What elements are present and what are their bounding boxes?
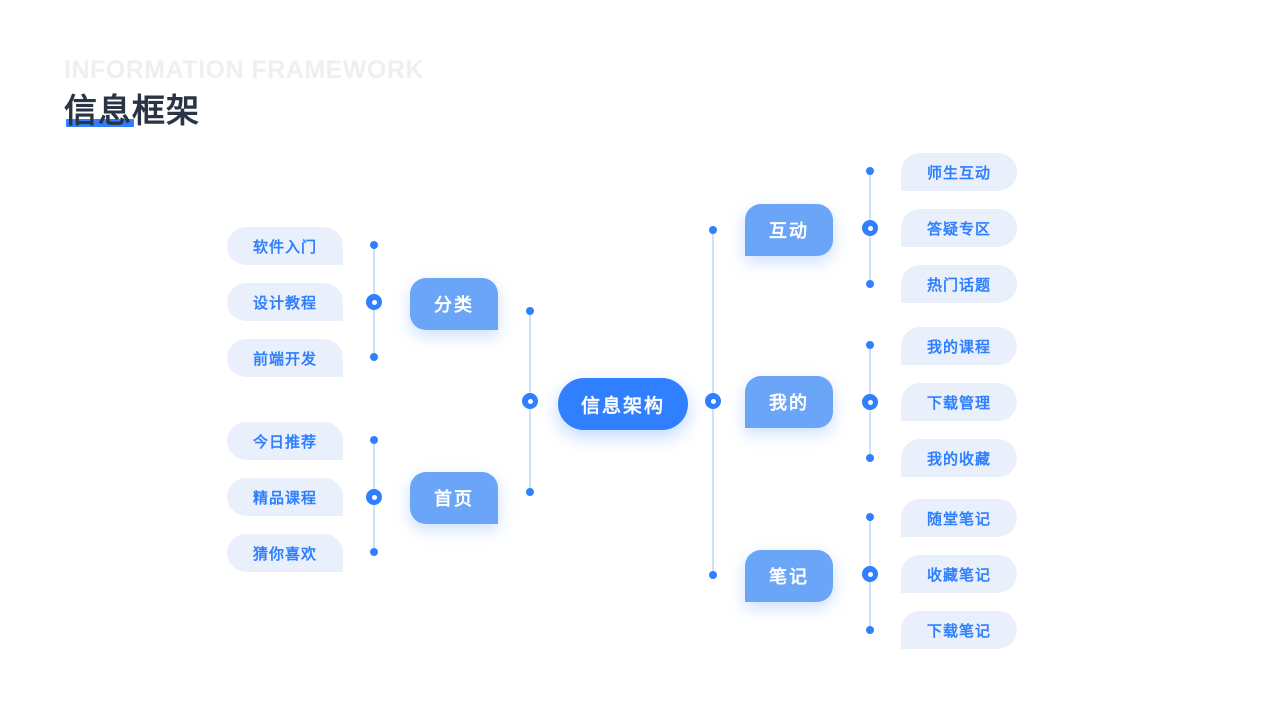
title-underline-accent [66, 118, 134, 127]
connector-dot-category-bottom [370, 353, 378, 361]
node-branch-home[interactable]: 首页 [410, 472, 498, 524]
node-leaf-software-intro[interactable]: 软件入门 [227, 227, 343, 265]
node-leaf-download-management[interactable]: 下载管理 [901, 383, 1017, 421]
page-title: 信息框架 [64, 92, 200, 129]
node-leaf-frontend-development[interactable]: 前端开发 [227, 339, 343, 377]
connector-dot-root-right-bottom [709, 571, 717, 579]
node-branch-interaction[interactable]: 互动 [745, 204, 833, 256]
node-leaf-premium-courses[interactable]: 精品课程 [227, 478, 343, 516]
node-leaf-today-recommend[interactable]: 今日推荐 [227, 422, 343, 460]
node-leaf-class-notes[interactable]: 随堂笔记 [901, 499, 1017, 537]
connector-ring-root-right [705, 393, 721, 409]
connector-ring-mine [862, 394, 878, 410]
connector-dot-interaction-bottom [866, 280, 874, 288]
node-leaf-favorite-notes[interactable]: 收藏笔记 [901, 555, 1017, 593]
connector-dot-root-left-top [526, 307, 534, 315]
connector-dot-root-left-bottom [526, 488, 534, 496]
node-branch-notes[interactable]: 笔记 [745, 550, 833, 602]
node-branch-category[interactable]: 分类 [410, 278, 498, 330]
node-leaf-hot-topics[interactable]: 热门话题 [901, 265, 1017, 303]
connector-ring-interaction [862, 220, 878, 236]
connector-ring-category [366, 294, 382, 310]
connector-ring-notes [862, 566, 878, 582]
node-leaf-design-tutorial[interactable]: 设计教程 [227, 283, 343, 321]
connector-dot-home-top [370, 436, 378, 444]
node-leaf-my-favorites[interactable]: 我的收藏 [901, 439, 1017, 477]
connector-dot-notes-bottom [866, 626, 874, 634]
connector-dot-root-right-top [709, 226, 717, 234]
node-leaf-qa-zone[interactable]: 答疑专区 [901, 209, 1017, 247]
connector-dot-mine-top [866, 341, 874, 349]
connector-ring-root-left [522, 393, 538, 409]
connector-dot-notes-top [866, 513, 874, 521]
node-leaf-guess-you-like[interactable]: 猜你喜欢 [227, 534, 343, 572]
connector-dot-mine-bottom [866, 454, 874, 462]
node-root-information-architecture[interactable]: 信息架构 [558, 378, 688, 430]
connector-dot-home-bottom [370, 548, 378, 556]
connector-dot-category-top [370, 241, 378, 249]
node-leaf-teacher-student-interaction[interactable]: 师生互动 [901, 153, 1017, 191]
page-eyebrow-text: INFORMATION FRAMEWORK [64, 56, 424, 84]
node-leaf-downloaded-notes[interactable]: 下载笔记 [901, 611, 1017, 649]
connector-dot-interaction-top [866, 167, 874, 175]
node-branch-mine[interactable]: 我的 [745, 376, 833, 428]
connector-ring-home [366, 489, 382, 505]
page-header: INFORMATION FRAMEWORK 信息框架 [64, 58, 584, 130]
node-leaf-my-courses[interactable]: 我的课程 [901, 327, 1017, 365]
page-title-wrapper: 信息框架 [64, 92, 200, 130]
